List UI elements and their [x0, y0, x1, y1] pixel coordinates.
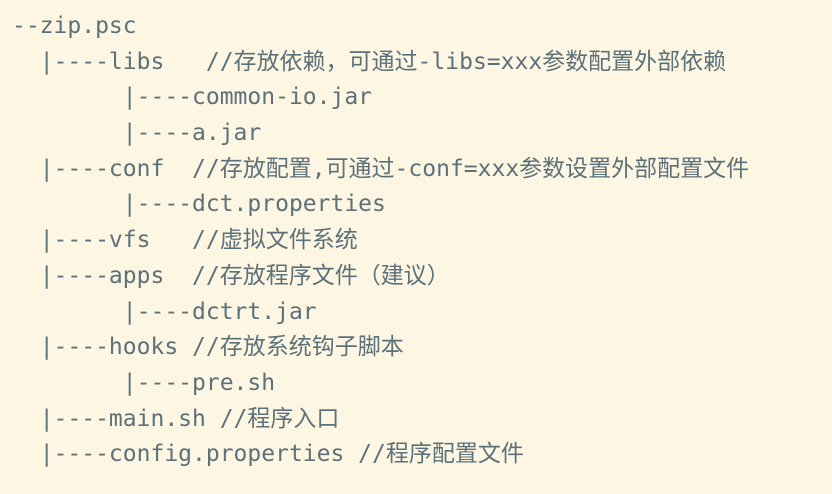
tree-line-main-sh: |----main.sh //程序入口: [12, 405, 340, 432]
tree-root-line: --zip.psc: [12, 13, 137, 39]
tree-line-conf: |----conf //存放配置,可通过-conf=xxx参数设置外部配置文件: [12, 155, 750, 182]
tree-line-config-properties: |----config.properties //程序配置文件: [12, 441, 524, 468]
tree-line-dct-properties: |----dct.properties: [12, 191, 386, 218]
tree-line-common-io-jar: |----common-io.jar: [12, 84, 373, 111]
tree-line-libs: |----libs //存放依赖，可通过-libs=xxx参数配置外部依赖: [12, 48, 727, 75]
tree-line-apps: |----apps //存放程序文件（建议）: [12, 262, 450, 289]
directory-tree-code-block: --zip.psc |----libs //存放依赖，可通过-libs=xxx参…: [12, 9, 749, 473]
tree-line-pre-sh: |----pre.sh: [12, 369, 276, 396]
tree-line-a-jar: |----a.jar: [12, 120, 262, 147]
tree-line-dctrt-jar: |----dctrt.jar: [12, 298, 317, 325]
tree-line-vfs: |----vfs //虚拟文件系统: [12, 227, 358, 254]
tree-line-hooks: |----hooks //存放系统钩子脚本: [12, 334, 404, 361]
